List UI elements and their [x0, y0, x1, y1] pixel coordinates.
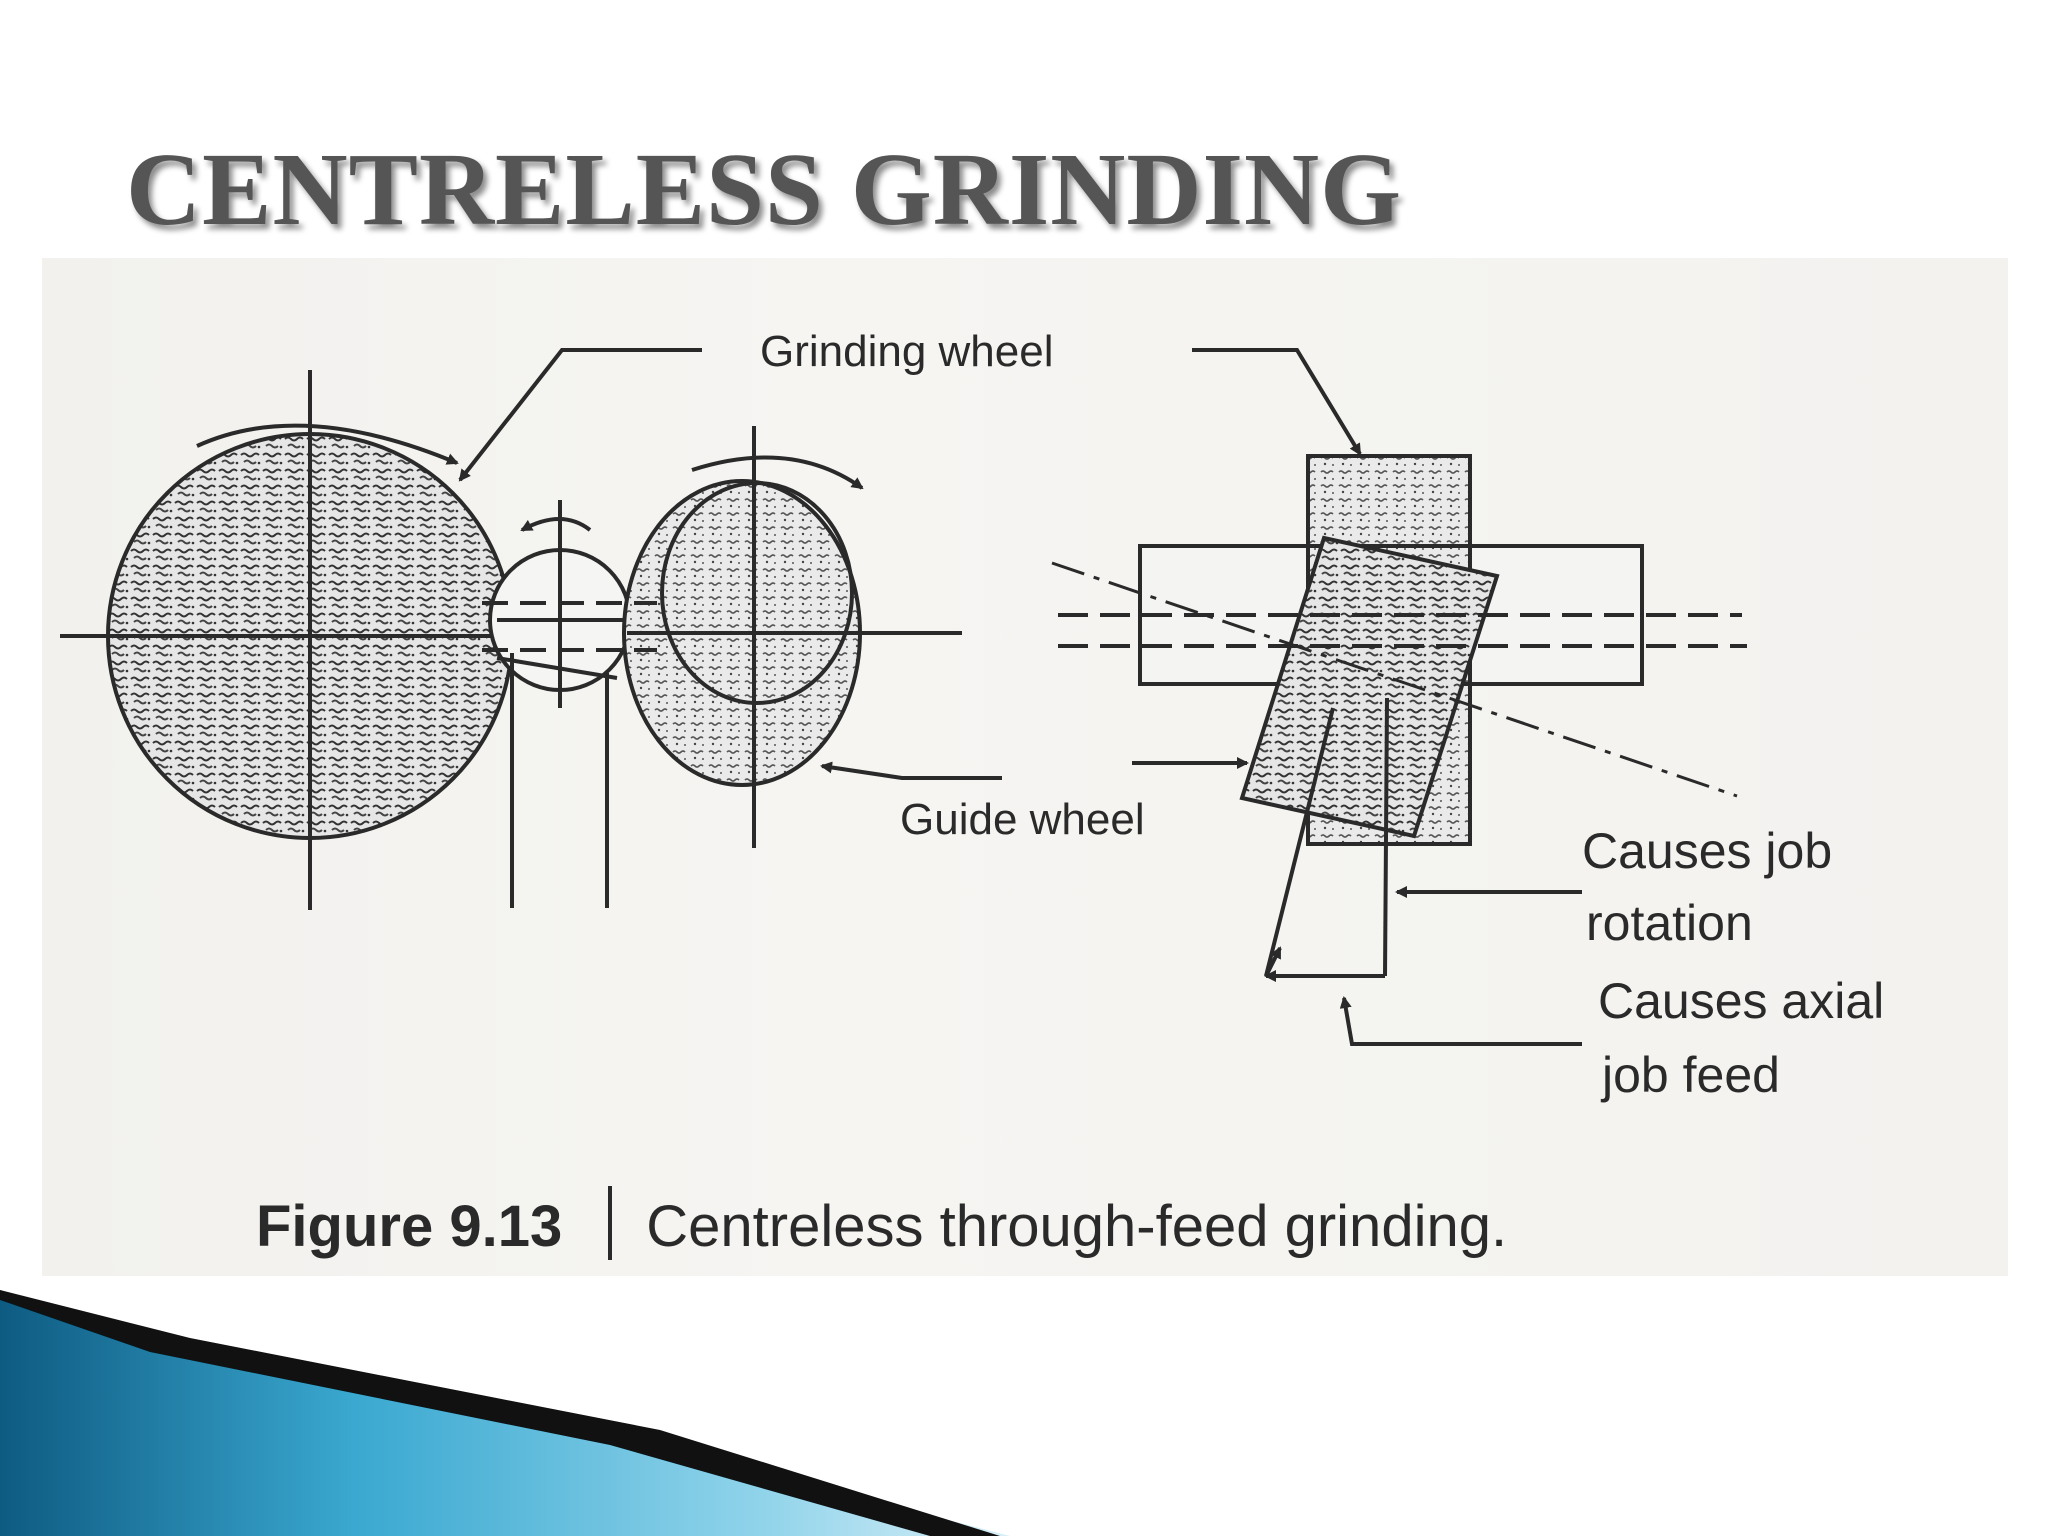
- figure-caption: Figure 9.13 Centreless through-feed grind…: [256, 1186, 1507, 1260]
- guide-wheel-rotation-arrow: [691, 455, 864, 490]
- grinding-wheel-leader-left: [458, 348, 702, 482]
- grinding-wheel-rotation-arrow: [196, 423, 459, 465]
- label-causes-axial-feed-line1: Causes axial: [1598, 973, 1885, 1029]
- velocity-vector-peripheral: [1264, 707, 1335, 977]
- velocity-vector-rotation: [1383, 697, 1389, 977]
- guide-wheel-plan-view-inclined: [1239, 535, 1500, 839]
- plan-view: [458, 348, 1747, 1046]
- guide-wheel-inner-rim: [660, 481, 854, 705]
- figure-photo: Grinding wheel Guide wheel Causes job ro…: [42, 258, 2008, 1276]
- grinding-wheel-leader-right: [1192, 348, 1362, 456]
- work-rest-blade: [496, 656, 618, 680]
- centreless-grinding-diagram: [60, 348, 1747, 1046]
- label-causes-axial-feed-line2: job feed: [1602, 1047, 1780, 1103]
- label-causes-job-rotation-line2: rotation: [1586, 895, 1753, 951]
- black-swoosh-shape: [0, 1290, 1000, 1536]
- end-view: [60, 370, 962, 910]
- figure-caption-text: Centreless through-feed grinding.: [646, 1194, 1508, 1259]
- caption-separator: [608, 1186, 613, 1260]
- figure-number: Figure 9.13: [256, 1194, 563, 1259]
- label-causes-job-rotation-line1: Causes job: [1582, 823, 1833, 879]
- slide-title: CENTRELESS GRINDING: [126, 132, 1402, 247]
- axial-feed-leader-line: [1339, 996, 1582, 1046]
- label-grinding-wheel: Grinding wheel: [760, 327, 1054, 376]
- velocity-vector-tip: [1264, 946, 1282, 977]
- guide-wheel-leader-left: [820, 761, 1002, 780]
- label-guide-wheel: Guide wheel: [900, 795, 1145, 844]
- guide-wheel-inclination-line: [1051, 561, 1738, 798]
- workpiece-rotation-arrow: [520, 517, 592, 532]
